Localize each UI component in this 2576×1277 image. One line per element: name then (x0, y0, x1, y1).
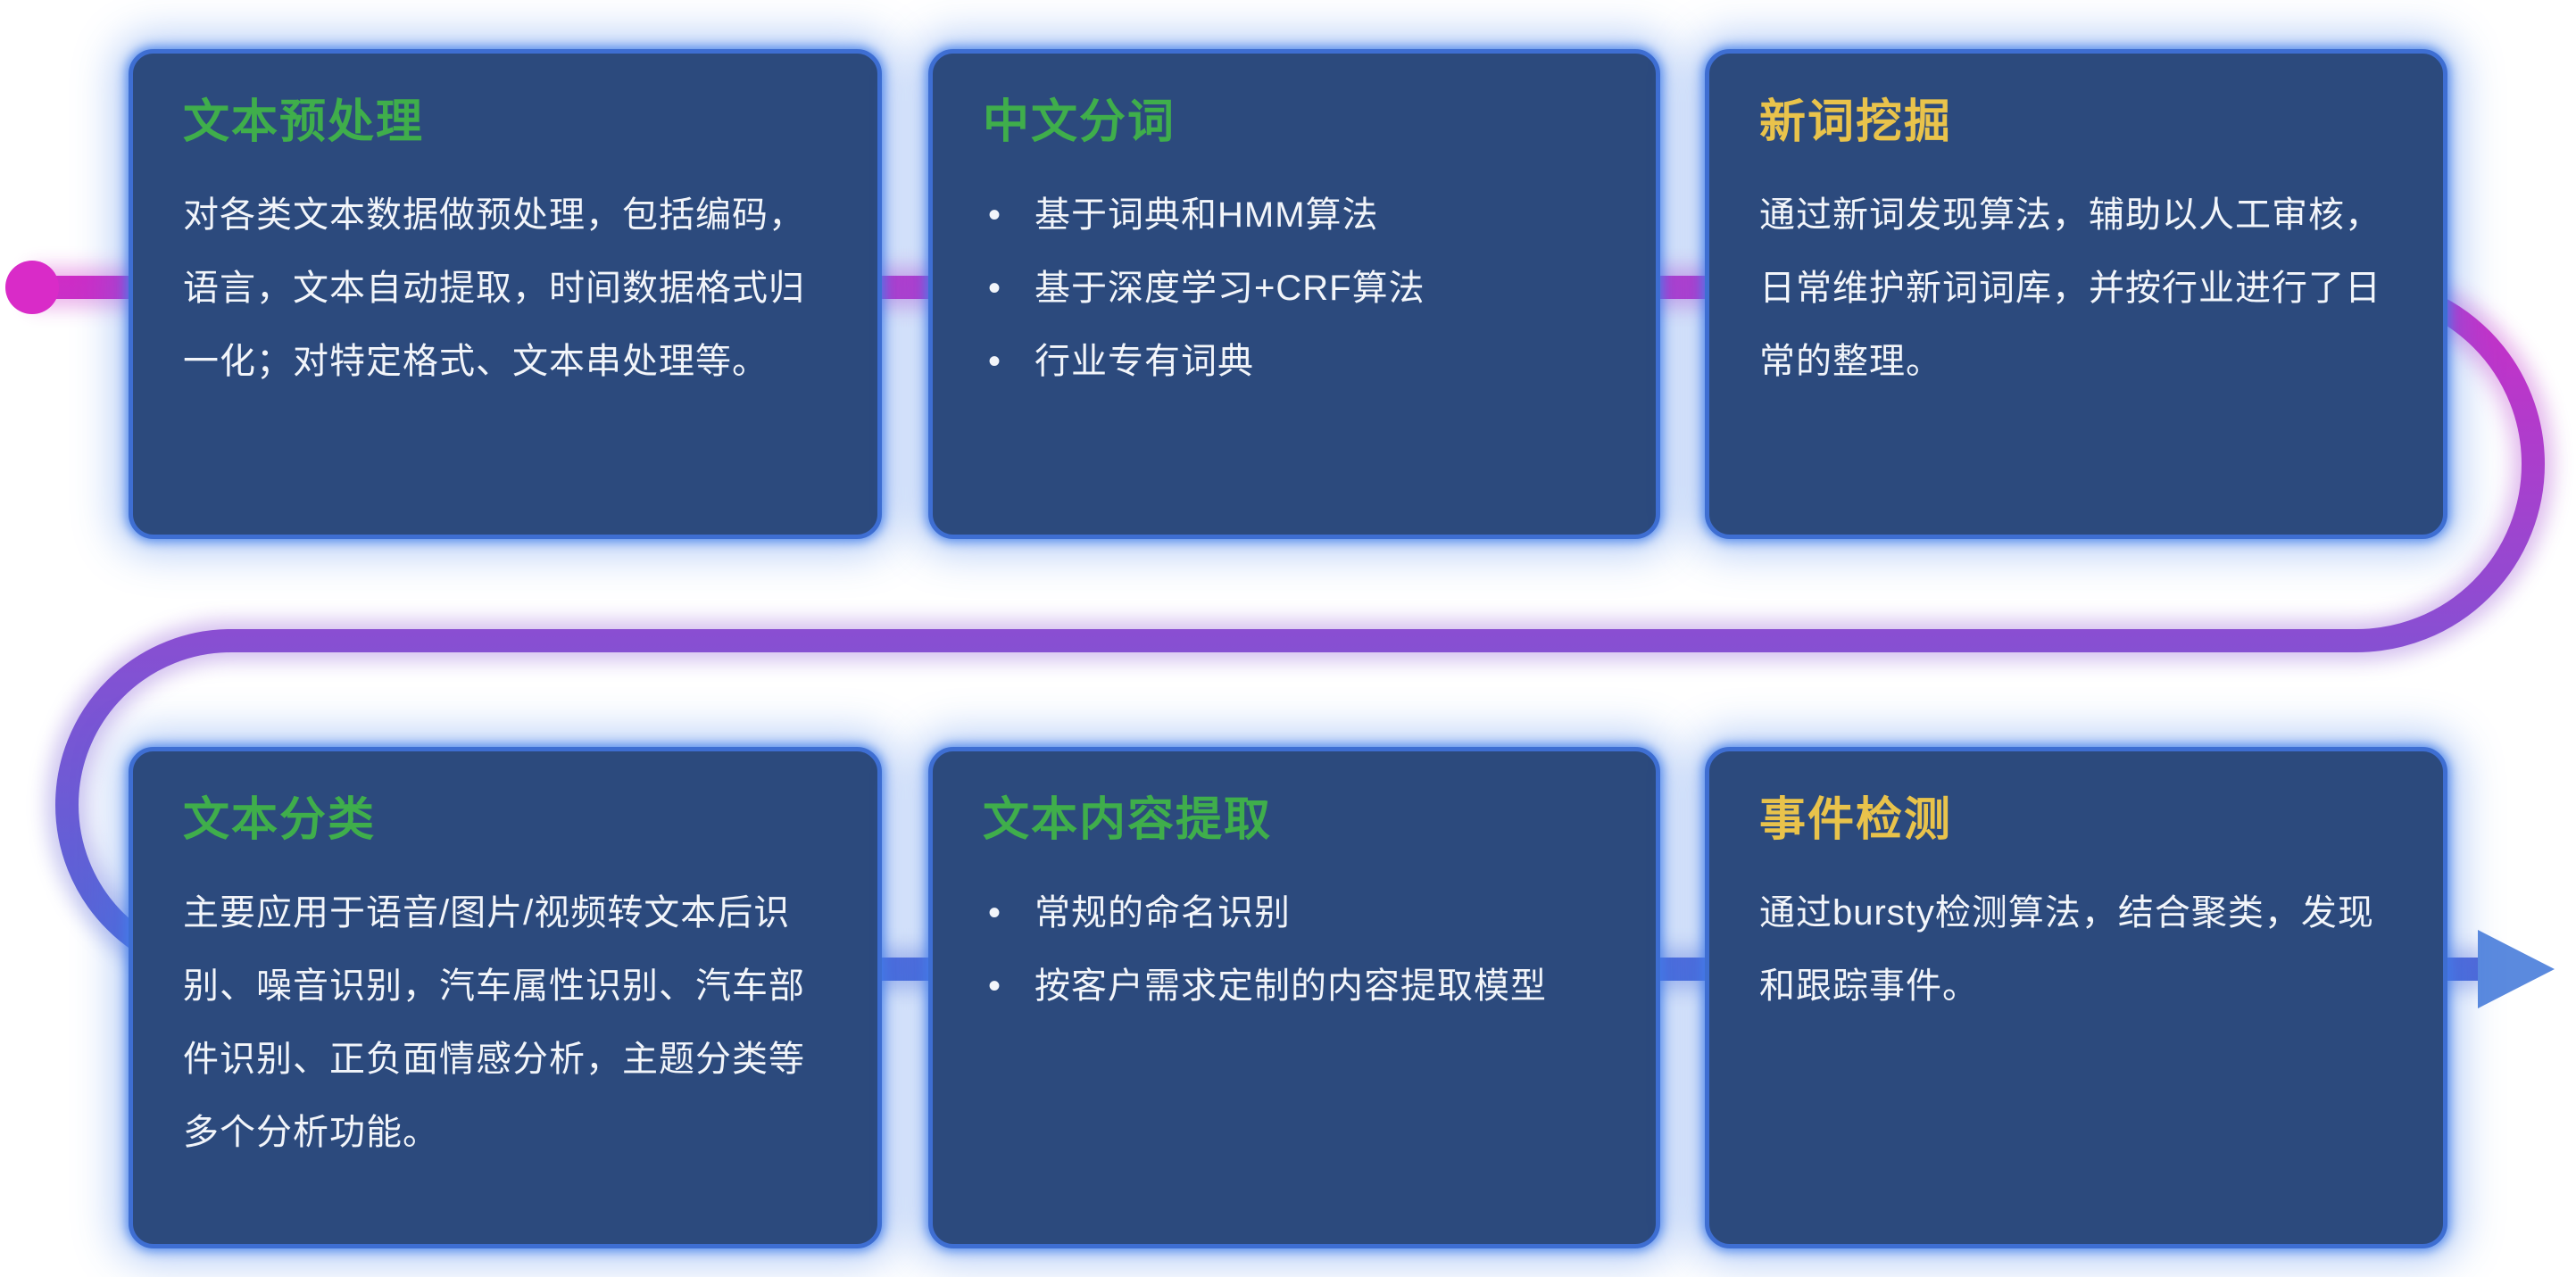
bullet-item: 按客户需求定制的内容提取模型 (983, 949, 1606, 1023)
card-body: 通过新词发现算法，辅助以人工审核，日常维护新词词库，并按行业进行了日常的整理。 (1759, 195, 2381, 381)
bullet-item: 常规的命名识别 (983, 876, 1606, 949)
card-chinese-word-segmentation: 中文分词 基于词典和HMM算法 基于深度学习+CRF算法 行业专有词典 (928, 49, 1660, 539)
card-title: 新词挖掘 (1759, 96, 1953, 148)
bullet-item: 行业专有词典 (983, 325, 1606, 398)
card-title: 中文分词 (983, 96, 1176, 148)
card-body: 主要应用于语音/图片/视频转文本后识别、噪音识别，汽车属性识别、汽车部件识别、正… (183, 892, 805, 1152)
card-bullet-list: 常规的命名识别 按客户需求定制的内容提取模型 (983, 876, 1606, 1023)
flow-arrow-right-icon (2478, 930, 2555, 1008)
card-event-detection: 事件检测 通过bursty检测算法，结合聚类，发现和跟踪事件。 (1705, 747, 2447, 1248)
card-title: 事件检测 (1759, 794, 1953, 846)
card-bullet-list: 基于词典和HMM算法 基于深度学习+CRF算法 行业专有词典 (983, 178, 1606, 398)
bullet-item: 基于词典和HMM算法 (983, 178, 1606, 252)
flow-path (29, 276, 2545, 981)
card-body: 通过bursty检测算法，结合聚类，发现和跟踪事件。 (1759, 892, 2374, 1006)
card-title: 文本分类 (183, 794, 377, 846)
card-new-word-mining: 新词挖掘 通过新词发现算法，辅助以人工审核，日常维护新词词库，并按行业进行了日常… (1705, 49, 2447, 539)
card-text-content-extraction: 文本内容提取 常规的命名识别 按客户需求定制的内容提取模型 (928, 747, 1660, 1248)
card-title: 文本内容提取 (983, 794, 1273, 846)
flow-start-dot-icon (5, 261, 59, 314)
bullet-item: 基于深度学习+CRF算法 (983, 252, 1606, 325)
card-text-preprocessing: 文本预处理 对各类文本数据做预处理，包括编码，语言，文本自动提取，时间数据格式归… (129, 49, 882, 539)
card-body: 对各类文本数据做预处理，包括编码，语言，文本自动提取，时间数据格式归一化；对特定… (183, 195, 805, 381)
card-title: 文本预处理 (183, 96, 425, 148)
card-text-classification: 文本分类 主要应用于语音/图片/视频转文本后识别、噪音识别，汽车属性识别、汽车部… (129, 747, 882, 1248)
